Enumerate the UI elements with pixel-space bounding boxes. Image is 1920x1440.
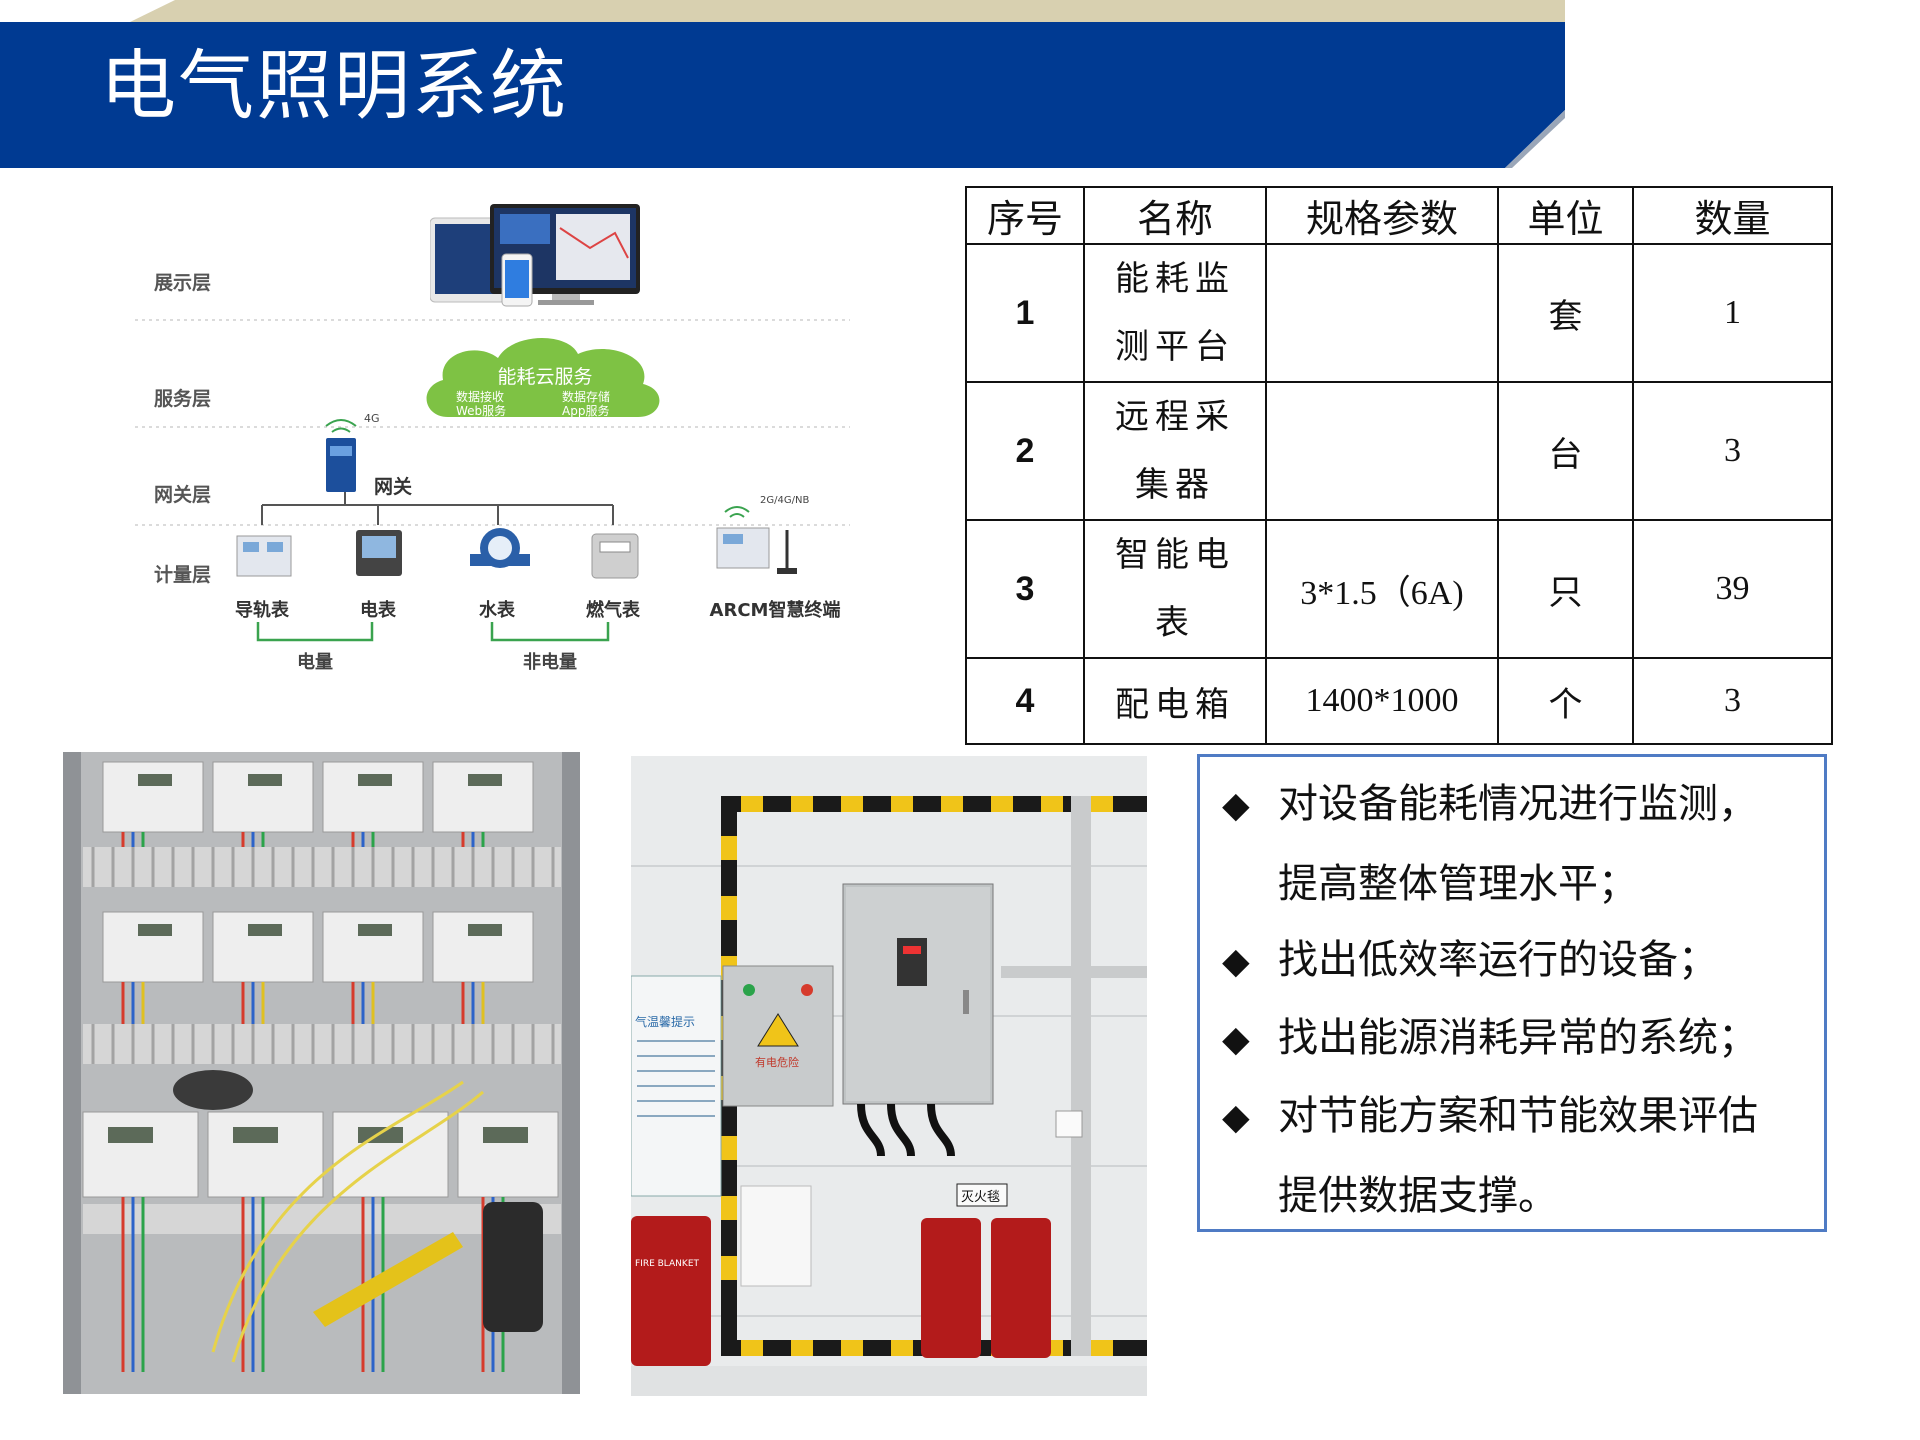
cell-spec: 3*1.5（6A) — [1265, 519, 1499, 659]
cloud-item-app: App服务 — [562, 404, 610, 418]
cloud-item-2: 数据存储 App服务 — [562, 390, 610, 418]
cell-spec — [1265, 243, 1499, 383]
diagram-lines — [135, 319, 850, 642]
blanket-label: 灭火毯 — [961, 1190, 1000, 1205]
gateway-signal: 4G — [364, 412, 380, 425]
diamond-bullet-icon: ◆ — [1222, 785, 1250, 826]
spec-table: 序号 名称 规格参数 单位 数量 1 能耗监测平台 套 1 2 远程采集器 台 … — [965, 186, 1833, 745]
cell-name-line2: 测平台 — [1115, 327, 1235, 367]
cell-name-line1: 远程采 — [1115, 397, 1235, 437]
photo-meter-panel — [63, 752, 580, 1394]
cloud-item-1: 数据接收 Web服务 — [456, 390, 506, 418]
header-unit: 单位 — [1497, 186, 1634, 245]
layer-label-service: 服务层 — [154, 388, 212, 410]
rail-meter-icon — [236, 535, 292, 577]
cell-no: 2 — [965, 381, 1085, 521]
gateway-label: 网关 — [374, 476, 413, 498]
cell-unit: 只 — [1497, 519, 1634, 659]
device-label-arcm: ARCM智慧终端 — [709, 600, 841, 621]
device-label-gas-meter: 燃气表 — [586, 600, 640, 621]
bullet-item-abnormal: ◆ 找出能源消耗异常的系统； — [1222, 999, 1758, 1079]
bullet-text-continued: 提高整体管理水平； — [1278, 861, 1638, 907]
device-label-electric-meter: 电表 — [360, 600, 396, 621]
header-no: 序号 — [965, 186, 1085, 245]
blanket-brand: FIRE BLANKET — [635, 1259, 700, 1269]
bullet-text-continued: 提供数据支撑。 — [1278, 1173, 1558, 1219]
cell-name: 能耗监测平台 — [1083, 243, 1267, 383]
cell-no: 3 — [965, 519, 1085, 659]
table-row: 2 远程采集器 台 3 — [965, 381, 1833, 521]
page-title: 电气照明系统 — [100, 41, 568, 130]
electric-meter-icon — [356, 530, 402, 576]
gateway-icon — [325, 419, 357, 492]
layer-label-gateway: 网关层 — [154, 484, 212, 506]
cell-name-line1: 智能电 — [1115, 535, 1235, 575]
device-label-water-meter: 水表 — [479, 600, 515, 621]
cell-qty: 1 — [1632, 243, 1833, 383]
header-name: 名称 — [1083, 186, 1267, 245]
diamond-bullet-icon: ◆ — [1222, 1019, 1250, 1060]
header-spec: 规格参数 — [1265, 186, 1499, 245]
cloud-item-web: Web服务 — [456, 404, 507, 418]
header-qty: 数量 — [1632, 186, 1833, 245]
cell-name-line2: 表 — [1155, 603, 1195, 643]
cell-no: 4 — [965, 657, 1085, 745]
gas-meter-icon — [591, 533, 639, 579]
layer-label-metering: 计量层 — [154, 564, 212, 586]
cell-name: 配电箱 — [1083, 657, 1267, 745]
cell-name: 智能电表 — [1083, 519, 1267, 659]
cell-name-line1: 能耗监 — [1115, 259, 1235, 299]
cell-qty: 3 — [1632, 657, 1833, 745]
bullet-text: 找出能源消耗异常的系统； — [1278, 1015, 1758, 1061]
bullet-text: 对设备能耗情况进行监测， — [1278, 781, 1758, 827]
bullet-item-low-efficiency: ◆ 找出低效率运行的设备； — [1222, 921, 1718, 1001]
diamond-bullet-icon: ◆ — [1222, 941, 1250, 982]
cell-name-line2: 集器 — [1135, 465, 1215, 505]
table-row: 4 配电箱 1400*1000 个 3 — [965, 657, 1833, 745]
group-label-electric: 电量 — [297, 652, 333, 673]
cell-no: 1 — [965, 243, 1085, 383]
cell-qty: 3 — [1632, 381, 1833, 521]
cloud-service-icon — [426, 337, 660, 417]
bullet-text: 对节能方案和节能效果评估 — [1278, 1093, 1758, 1139]
cell-unit: 套 — [1497, 243, 1634, 383]
bullet-item-monitor: ◆ 对设备能耗情况进行监测， 提高整体管理水平； — [1222, 765, 1758, 923]
terminal-signal: 2G/4G/NB — [760, 495, 810, 506]
notice-title: 气温馨提示 — [635, 1014, 695, 1029]
bullet-text: 找出低效率运行的设备； — [1278, 937, 1718, 983]
bullet-item-evaluation: ◆ 对节能方案和节能效果评估 提供数据支撑。 — [1222, 1077, 1758, 1235]
danger-label: 有电危险 — [755, 1055, 799, 1069]
cloud-title: 能耗云服务 — [497, 366, 593, 388]
architecture-diagram: 展示层 服务层 网关层 计量层 能耗云服务 数据接收 Web服务 数据存储 Ap… — [130, 190, 860, 680]
cell-spec: 1400*1000 — [1265, 657, 1499, 745]
title-band — [0, 0, 1565, 168]
bullet-box: ◆ 对设备能耗情况进行监测， 提高整体管理水平； ◆ 找出低效率运行的设备； ◆ 找出… — [1197, 754, 1827, 1232]
cell-qty: 39 — [1632, 519, 1833, 659]
cloud-item-storage: 数据存储 — [562, 390, 611, 404]
group-label-non-electric: 非电量 — [523, 652, 577, 673]
arcm-terminal-icon — [716, 506, 797, 574]
table-row: 1 能耗监测平台 套 1 — [965, 243, 1833, 383]
cell-spec — [1265, 381, 1499, 521]
table-header-row: 序号 名称 规格参数 单位 数量 — [965, 186, 1833, 245]
cell-name: 远程采集器 — [1083, 381, 1267, 521]
layer-label-display: 展示层 — [154, 272, 212, 294]
cloud-item-receive: 数据接收 — [456, 390, 505, 404]
diamond-bullet-icon: ◆ — [1222, 1097, 1250, 1138]
water-meter-icon — [470, 528, 530, 568]
photo-distribution-box: 气温馨提示 有电危险 灭火毯 FIRE BLANKET — [631, 756, 1147, 1396]
display-devices-icon — [430, 204, 640, 307]
cell-unit: 个 — [1497, 657, 1634, 745]
table-row: 3 智能电表 3*1.5（6A) 只 39 — [965, 519, 1833, 659]
cell-unit: 台 — [1497, 381, 1634, 521]
device-label-rail-meter: 导轨表 — [235, 600, 289, 621]
